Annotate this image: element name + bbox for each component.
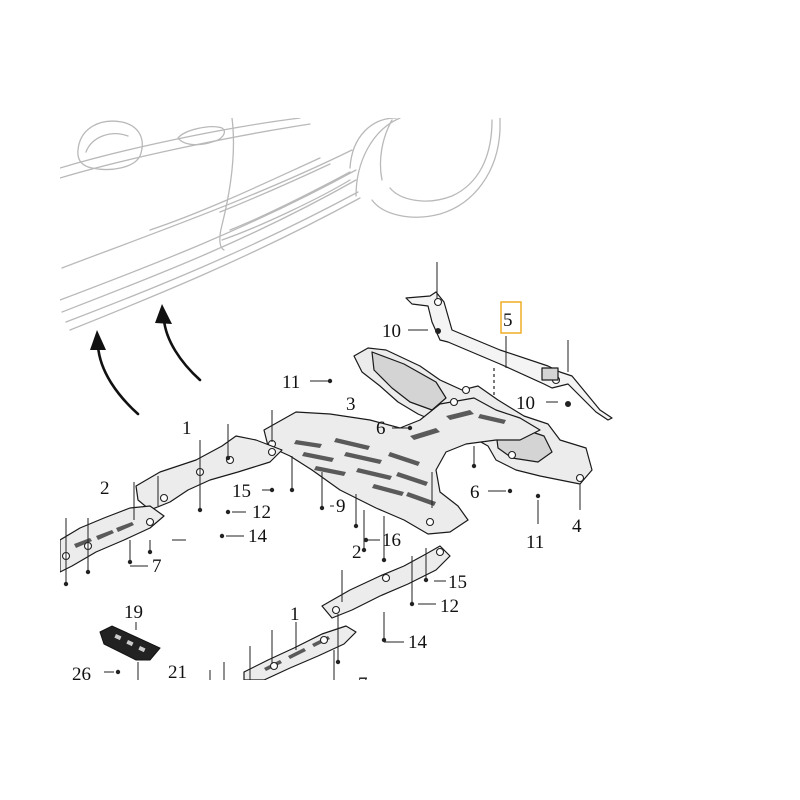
bolt-icon — [507, 488, 513, 494]
callout-10-top: 10 — [382, 321, 401, 342]
callout-5: 5 — [503, 310, 513, 331]
front-tyre — [371, 118, 501, 218]
bolt-icon — [289, 487, 295, 493]
part-19-jacking-pad — [99, 622, 161, 680]
clip-icon — [449, 397, 459, 407]
callout-10-right: 10 — [516, 393, 535, 414]
clip-icon — [145, 517, 155, 527]
door-handle — [177, 126, 226, 146]
callout-1-upper: 2 — [100, 478, 110, 499]
callout-11-top: 11 — [282, 372, 300, 393]
highlight-box-part-5 — [500, 301, 522, 334]
callout-11-right: 11 — [526, 532, 544, 553]
bolt-icon — [115, 669, 121, 675]
lift-arrow-left — [96, 344, 140, 416]
callout-1-lower: 1 — [290, 604, 300, 625]
bolt-icon — [127, 559, 133, 565]
clip-icon — [269, 661, 279, 671]
callout-15-lower: 15 — [448, 572, 467, 593]
callout-2-lower: 2 — [352, 542, 362, 563]
panel-ribs — [294, 410, 506, 506]
bolt-icon — [225, 455, 231, 461]
bolt-icon — [319, 505, 325, 511]
arrow-head-left-icon — [90, 330, 106, 350]
clip-icon — [159, 493, 169, 503]
lift-arrows — [90, 304, 202, 416]
clip-icon — [331, 605, 341, 615]
bolt-icon — [381, 637, 387, 643]
callout-6-center: 6 — [376, 418, 386, 439]
clip-icon — [425, 517, 435, 527]
callout-12-lower: 12 — [440, 596, 459, 617]
side-mirror — [77, 120, 143, 171]
part-2-left-rear-shield-upper — [135, 435, 283, 511]
bolt-icon — [147, 549, 153, 555]
callout-9: 9 — [336, 496, 346, 517]
bolt-icon — [435, 328, 441, 334]
bolt-icon — [423, 577, 429, 583]
callout-15-upper: 15 — [232, 481, 251, 502]
clip-icon — [461, 385, 471, 395]
callout-4: 4 — [572, 516, 582, 537]
bolt-icon — [353, 523, 359, 529]
clip-icon — [381, 573, 391, 583]
part-3-central-underbody-panel — [263, 397, 541, 535]
arrow-head-right-icon — [155, 304, 172, 324]
bolt-icon — [535, 493, 541, 499]
callout-26: 26 — [72, 664, 91, 685]
clip-icon — [507, 450, 517, 460]
lift-arrow-right — [162, 318, 202, 382]
callout-labels: 1 2 3 4 5 6 6 7 7 9 10 10 11 11 12 12 14… — [72, 310, 582, 695]
part-1-left-sill-shield-upper — [60, 505, 165, 573]
bolt-icon — [63, 581, 69, 587]
clip-icon — [435, 547, 445, 557]
callout-3: 3 — [346, 394, 356, 415]
callout-7-left: 7 — [152, 556, 162, 577]
bolt-icon — [335, 659, 341, 665]
bolt-icon — [361, 547, 367, 553]
bolt-icon — [269, 487, 275, 493]
callout-21: 21 — [168, 662, 187, 683]
vehicle-body-outline — [60, 118, 501, 331]
clip-icon — [575, 473, 585, 483]
callout-14-upper: 14 — [248, 526, 268, 547]
bolt-icon — [471, 463, 477, 469]
part-2-left-rear-shield-lower — [321, 545, 451, 619]
bracket-mount-icon — [433, 297, 443, 307]
wheel-arch — [349, 118, 397, 169]
bolt-icon — [327, 378, 333, 384]
callout-12-upper: 12 — [252, 502, 271, 523]
bolt-icon — [409, 601, 415, 607]
callout-7-bottom: 7 — [358, 674, 368, 695]
callout-2-upper: 1 — [182, 418, 192, 439]
part-1-left-sill-shield-lower — [243, 625, 357, 680]
callout-6-right: 6 — [470, 482, 480, 503]
fasteners — [63, 328, 581, 680]
diagram-frame: 1 2 3 4 5 6 6 7 7 9 10 10 11 11 12 12 14… — [60, 118, 613, 695]
bolt-icon — [85, 569, 91, 575]
bolt-icon — [363, 537, 369, 543]
clip-icon — [267, 447, 277, 457]
clip-icon — [319, 635, 329, 645]
bolt-icon — [381, 557, 387, 563]
bolt-icon — [225, 509, 231, 515]
bolt-icon — [219, 533, 225, 539]
callout-19: 19 — [124, 602, 143, 623]
callout-14-lower: 14 — [408, 632, 428, 653]
bolt-icon — [565, 401, 571, 407]
bolt-icon — [407, 425, 413, 431]
bolt-icon — [197, 507, 203, 513]
callout-16: 16 — [382, 530, 401, 551]
